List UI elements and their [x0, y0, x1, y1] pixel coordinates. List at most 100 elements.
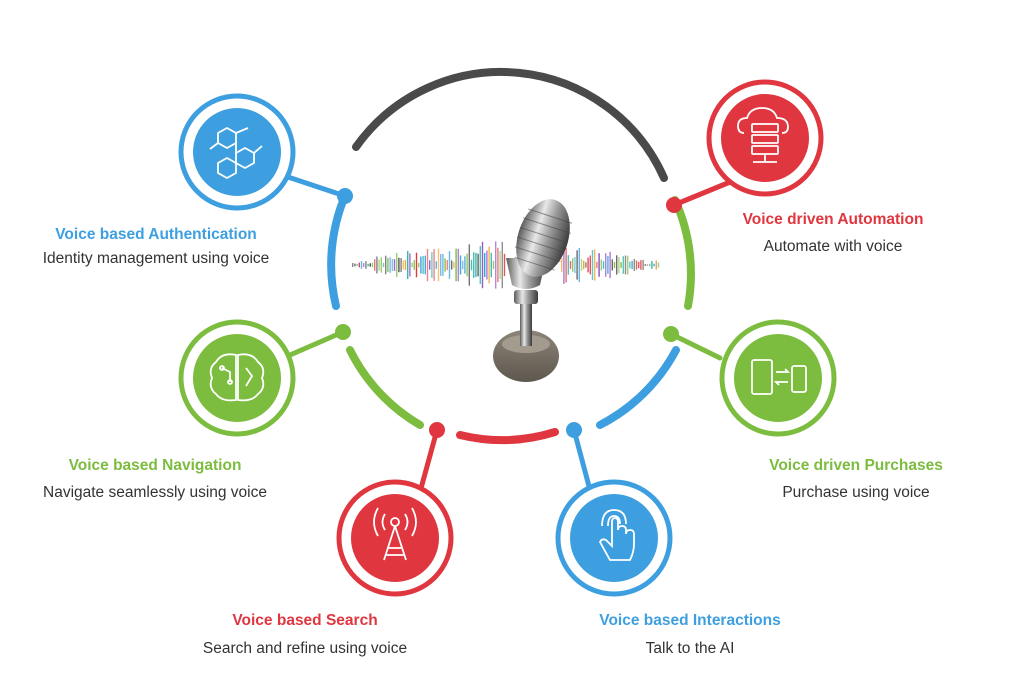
waveform-bar — [572, 258, 574, 272]
cloud-server-icon — [737, 107, 789, 163]
molecule-icon — [209, 126, 263, 180]
waveform-bar — [376, 256, 378, 274]
waveform-bar — [418, 262, 420, 268]
feature-navigation-badge — [178, 319, 296, 437]
waveform-bar — [451, 260, 453, 270]
waveform-bar — [396, 253, 398, 277]
feature-authentication-badge — [178, 93, 296, 211]
waveform-bar — [371, 262, 374, 268]
waveform-bar — [490, 252, 492, 278]
waveform-bar — [594, 249, 596, 281]
waveform-bar — [651, 261, 653, 269]
waveform-bar — [563, 246, 565, 284]
waveform-bar — [352, 263, 354, 267]
waveform-bar — [501, 241, 503, 289]
waveform-bar — [400, 258, 402, 272]
waveform-bar — [587, 257, 589, 273]
waveform-bar — [503, 253, 506, 277]
connector-dot-authentication — [337, 188, 353, 204]
waveform-bar — [354, 263, 356, 267]
waveform-bar — [457, 248, 459, 282]
waveform-bar — [622, 256, 624, 274]
connectors — [279, 172, 738, 495]
waveform-bar — [360, 261, 363, 269]
microphone-icon — [493, 199, 573, 382]
waveform-bar — [356, 264, 358, 266]
waveform-bar — [464, 256, 466, 274]
waveform-bar — [613, 262, 616, 268]
feature-interactions-badge — [555, 479, 673, 597]
waveform-bar — [602, 261, 605, 269]
feature-purchases-badge — [719, 319, 837, 437]
connector-authentication — [279, 172, 348, 199]
waveform-bar — [367, 263, 369, 267]
connector-navigation — [287, 329, 346, 358]
waveform-bar — [574, 257, 576, 273]
waveform-bar — [431, 252, 433, 278]
waveform-bar — [459, 255, 462, 275]
ring-segment-lower-left — [346, 346, 424, 429]
search-title: Voice based Search — [232, 612, 378, 629]
waveform-bar — [369, 263, 371, 267]
waveform-bar — [627, 255, 629, 275]
waveform-bar — [453, 262, 455, 268]
authentication-title: Voice based Authentication — [55, 226, 257, 243]
waveform-bar — [618, 257, 620, 273]
connector-automation — [671, 177, 738, 208]
waveform-bar — [484, 253, 486, 277]
waveform-bar — [589, 255, 591, 275]
waveform-bar — [404, 259, 407, 271]
waveform-bar — [598, 253, 600, 277]
waveform-bar — [444, 258, 446, 272]
waveform-bar — [389, 257, 391, 273]
waveform-bar — [578, 248, 580, 283]
connector-dot-purchases — [663, 326, 679, 342]
waveform-bar — [629, 261, 631, 269]
waveform-bar — [591, 250, 594, 280]
waveform-bar — [398, 257, 400, 273]
waveform-bar — [393, 259, 396, 271]
connector-purchases — [668, 331, 723, 361]
waveform-bar — [635, 260, 638, 270]
purchases-title: Voice driven Purchases — [769, 457, 943, 474]
waveform-bar — [363, 263, 365, 267]
connector-dot-automation — [666, 197, 682, 213]
connector-dot-interactions — [566, 422, 582, 438]
waveform-bar — [492, 260, 495, 269]
waveform-bar — [488, 246, 490, 284]
ring-segment-upper-right — [671, 196, 695, 310]
authentication-description: Identity management using voice — [42, 250, 270, 267]
navigation-title: Voice based Navigation — [68, 457, 242, 474]
waveform-bar — [385, 255, 387, 275]
waveform-bar — [605, 253, 607, 277]
ring-segment-bottom — [456, 428, 559, 445]
waveform-bar — [433, 249, 435, 281]
waveform-bar — [565, 247, 567, 283]
waveform-bar — [495, 241, 497, 289]
waveform-bar — [640, 260, 642, 270]
waveform-bar — [580, 259, 583, 271]
waveform-bar — [475, 252, 477, 278]
waveform-bar — [499, 250, 501, 279]
ring-segment-upper-left — [327, 192, 349, 310]
purchases-description: Purchase using voice — [782, 484, 930, 501]
waveform-bar — [415, 252, 418, 278]
waveform-bar — [391, 259, 393, 272]
waveform-bar — [477, 253, 479, 277]
connector-dot-navigation — [335, 324, 351, 340]
waveform-bar — [466, 253, 468, 277]
waveform-bar — [422, 256, 424, 274]
sound-waveform — [352, 241, 660, 289]
automation-title: Voice driven Automation — [742, 211, 924, 228]
waveform-bar — [624, 255, 627, 275]
waveform-bar — [596, 261, 598, 269]
waveform-bar — [365, 261, 367, 269]
waveform-bar — [413, 260, 415, 270]
waveform-bar — [642, 259, 644, 271]
waveform-bar — [448, 251, 451, 279]
waveform-bar — [437, 248, 440, 282]
waveform-bar — [424, 255, 426, 275]
waveform-bar — [446, 260, 448, 270]
waveform-bar — [473, 252, 475, 278]
